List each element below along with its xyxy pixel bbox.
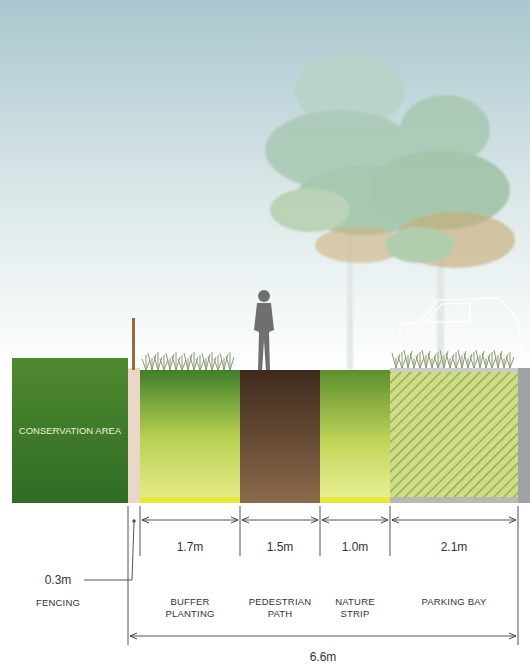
dimension: 2.1m — [441, 540, 468, 555]
dimension: 1.5m — [267, 540, 294, 555]
conservation-band: CONSERVATION AREA — [12, 358, 128, 503]
dimension: 6.6m — [310, 650, 337, 665]
zone-label: CONSERVATION AREA — [15, 421, 125, 441]
zone-name: FENCING — [36, 597, 80, 609]
zone-name: PARKING BAY — [421, 596, 486, 608]
dimension: 0.3m — [45, 573, 72, 588]
dimension: 1.7m — [177, 540, 204, 555]
zone-name: NATURE STRIP — [323, 596, 387, 620]
zone-name: PEDESTRIAN PATH — [243, 596, 317, 620]
zone-name: BUFFER PLANTING — [150, 596, 230, 620]
dimension: 1.0m — [342, 540, 369, 555]
